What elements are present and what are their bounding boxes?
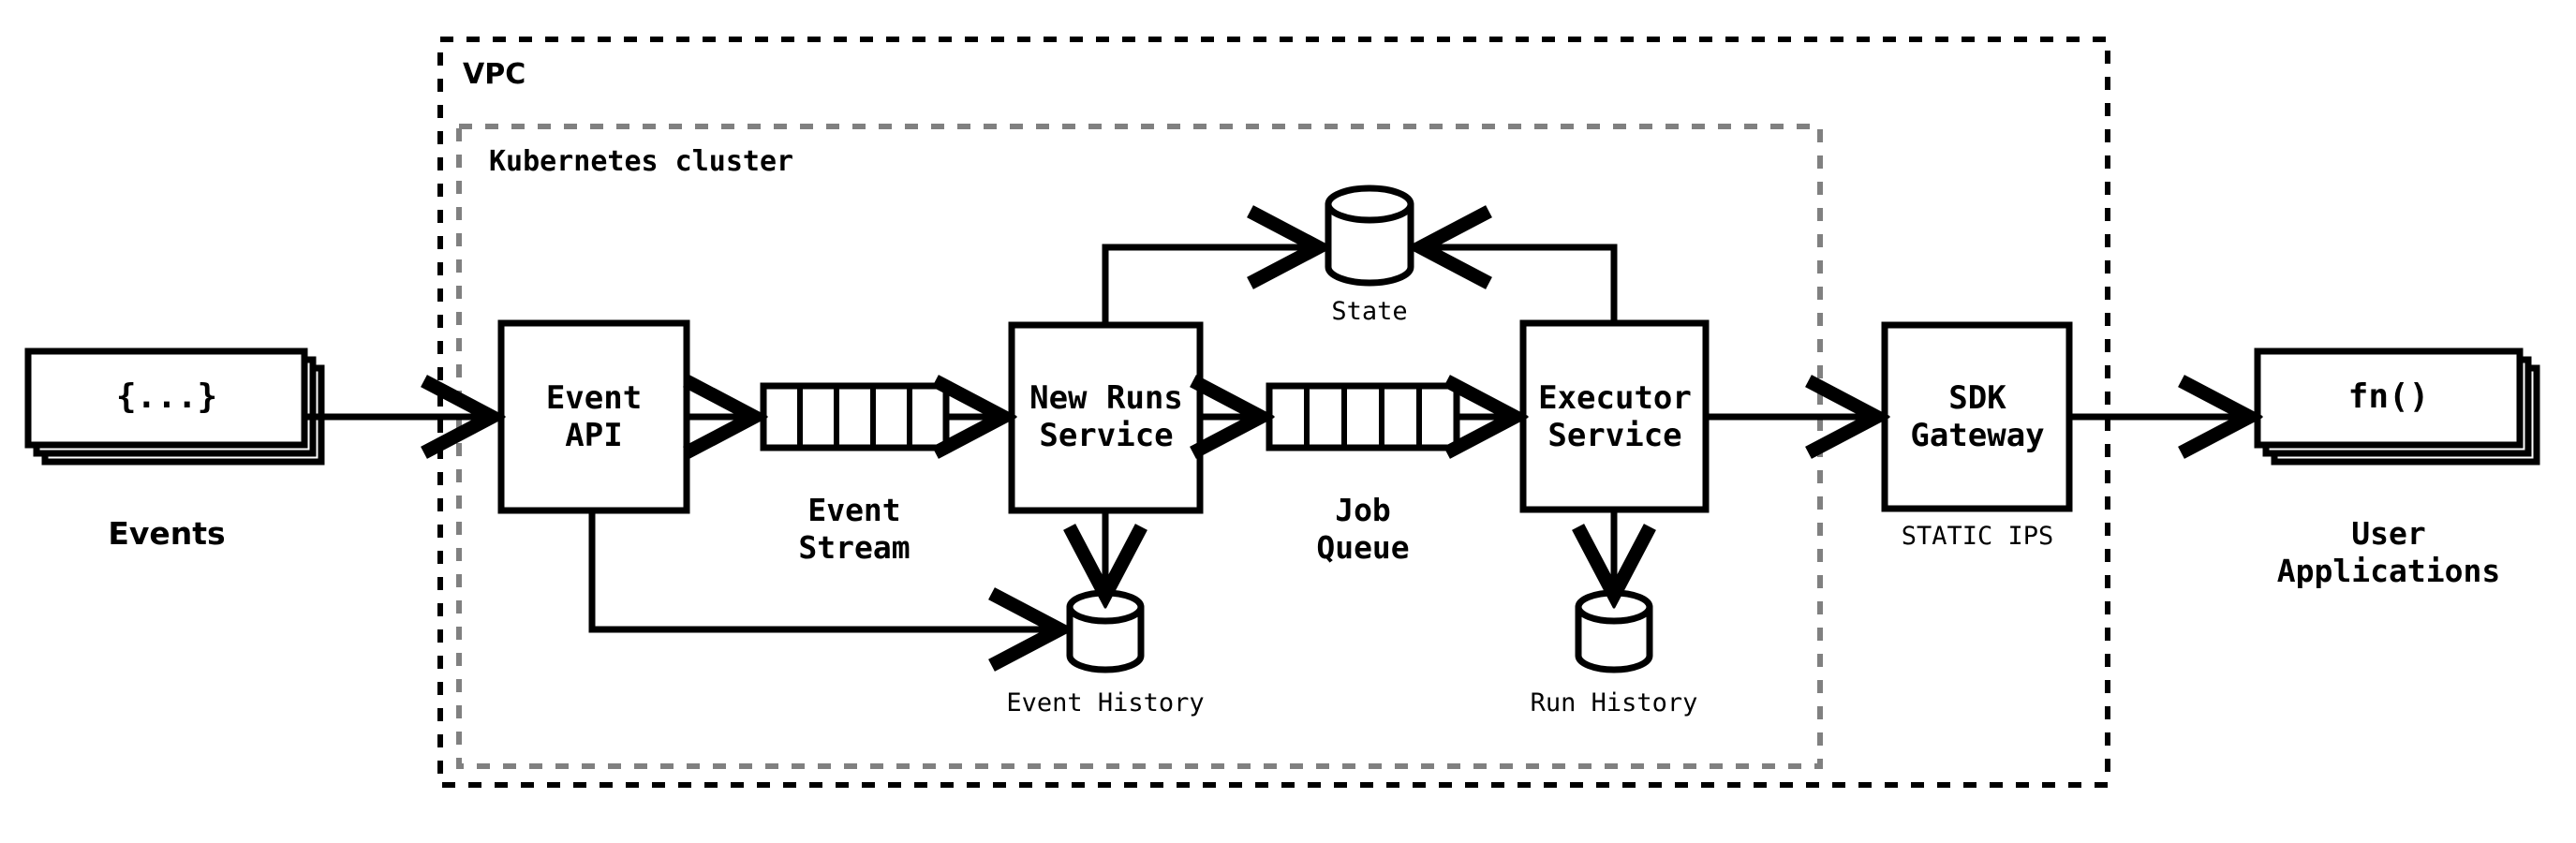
user-applications-node — [2254, 348, 2540, 466]
job-queue-node — [1266, 382, 1460, 451]
executor-service-node — [1519, 319, 1710, 513]
run-history-node — [1575, 589, 1653, 673]
edge-executor-service-to-state — [1424, 247, 1618, 323]
new-runs-service-node — [1008, 321, 1204, 514]
event-history-node — [1066, 589, 1145, 673]
events-node — [24, 348, 325, 466]
sdk-gateway-node — [1881, 321, 2073, 512]
edge-event-api-to-event-history — [588, 510, 1057, 629]
event-stream-node — [760, 382, 950, 451]
event-api-node — [497, 319, 690, 514]
edge-new-runs-service-to-state — [1102, 247, 1315, 325]
state-node — [1325, 185, 1414, 287]
